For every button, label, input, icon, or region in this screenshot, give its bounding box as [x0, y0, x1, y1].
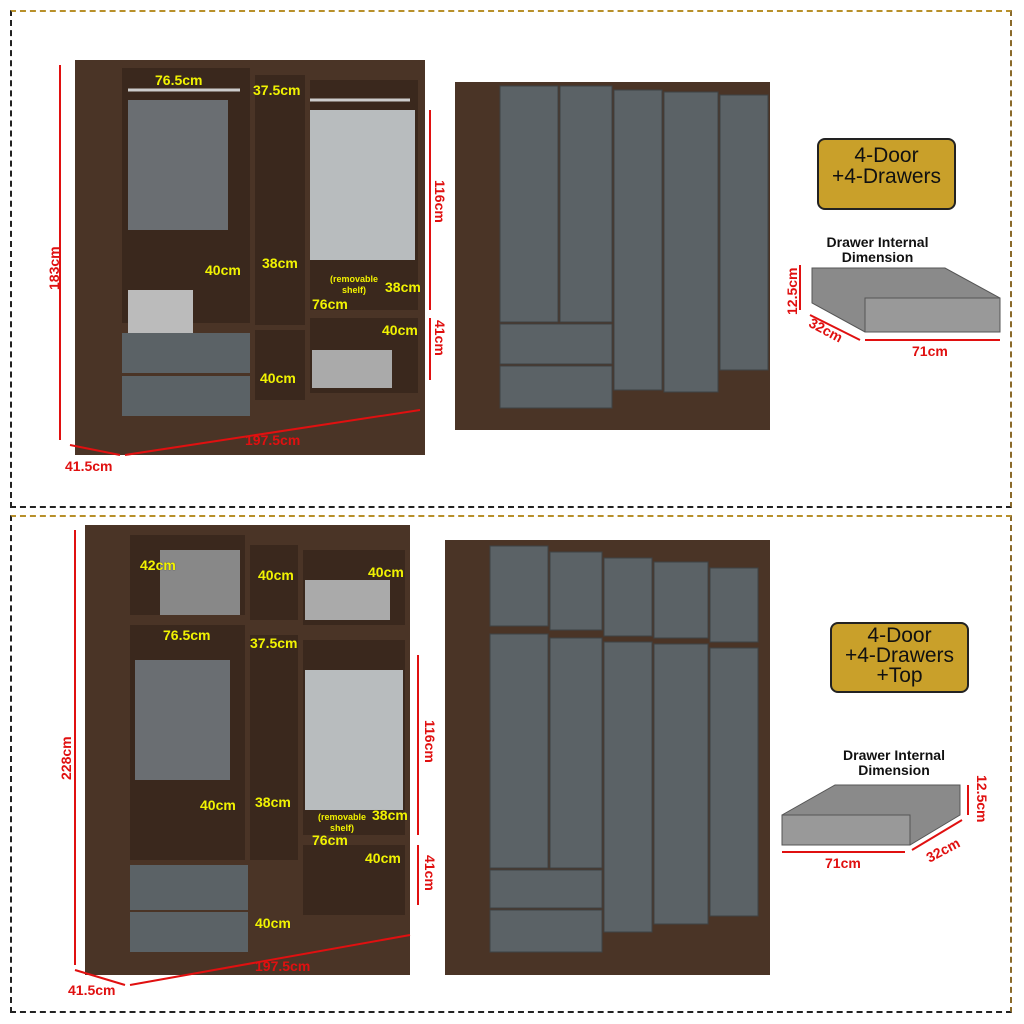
badge-line: 4-Door: [867, 624, 932, 647]
hanging-height-label: 116cm: [422, 720, 438, 763]
drawer-width-label: 71cm: [825, 855, 861, 871]
note-line: (removable: [318, 812, 367, 822]
badge-line: +4-Drawers: [831, 165, 942, 188]
dim-label: 40cm: [260, 370, 296, 386]
note-line: (removable: [330, 274, 379, 284]
title-line: Drawer Internal: [843, 747, 945, 763]
dim-label: 40cm: [368, 564, 404, 580]
hanging-height-label: 116cm: [432, 180, 448, 223]
dim-label: 38cm: [262, 255, 298, 271]
drawer-width-label: 71cm: [912, 343, 948, 359]
closed-wardrobe-2: [445, 540, 770, 975]
dim-label: 37.5cm: [250, 635, 298, 651]
lower-height-label: 41cm: [422, 855, 438, 891]
lower-height-label: 41cm: [432, 320, 448, 356]
dim-label: 38cm: [372, 807, 408, 823]
badge-line: +4-Drawers: [844, 644, 955, 667]
dim-label: 38cm: [255, 794, 291, 810]
depth-label: 41.5cm: [68, 982, 116, 998]
dim-label: 40cm: [205, 262, 241, 278]
depth-label: 41.5cm: [65, 458, 113, 474]
width-label: 197.5cm: [245, 432, 301, 448]
note-line: shelf): [342, 285, 367, 295]
variant-badge: 4-Door +4-Drawers +Top: [830, 622, 969, 693]
title-line: Drawer Internal: [826, 234, 929, 250]
drawer-dimension-title: Drawer Internal Dimension: [830, 748, 958, 778]
dim-label: 40cm: [365, 850, 401, 866]
height-label: 228cm: [58, 736, 74, 780]
closed-wardrobe-1: [455, 82, 770, 430]
dim-label: 40cm: [258, 567, 294, 583]
title-line: Dimension: [841, 249, 914, 265]
dim-label: 76cm: [312, 832, 348, 848]
panel-4door-4drawers: [10, 10, 1012, 508]
badge-line: +Top: [876, 664, 923, 687]
open-wardrobe-2: [74, 525, 419, 986]
height-label: 183cm: [46, 246, 62, 290]
badge-line: 4-Door: [854, 144, 919, 167]
drawer-height-label: 12.5cm: [974, 775, 990, 823]
dim-label: 42cm: [140, 557, 176, 573]
dim-label: 40cm: [255, 915, 291, 931]
dim-label: 40cm: [200, 797, 236, 813]
note-line: shelf): [330, 823, 355, 833]
drawer-box-2: [781, 784, 969, 853]
dim-label: 76.5cm: [155, 72, 203, 88]
drawer-dimension-title: Drawer Internal Dimension: [815, 235, 940, 265]
drawer-height-label: 12.5cm: [784, 267, 800, 315]
panel-4door-4drawers-top: [10, 515, 1012, 1013]
dim-label: 76cm: [312, 296, 348, 312]
dim-label: 40cm: [382, 322, 418, 338]
dim-label: 37.5cm: [253, 82, 301, 98]
variant-badge: 4-Door +4-Drawers: [817, 138, 956, 210]
open-wardrobe-1: [59, 60, 431, 456]
title-line: Dimension: [858, 762, 930, 778]
drawer-box-1: [799, 265, 1001, 341]
dim-label: 38cm: [385, 279, 421, 295]
width-label: 197.5cm: [255, 958, 311, 974]
dim-label: 76.5cm: [163, 627, 211, 643]
